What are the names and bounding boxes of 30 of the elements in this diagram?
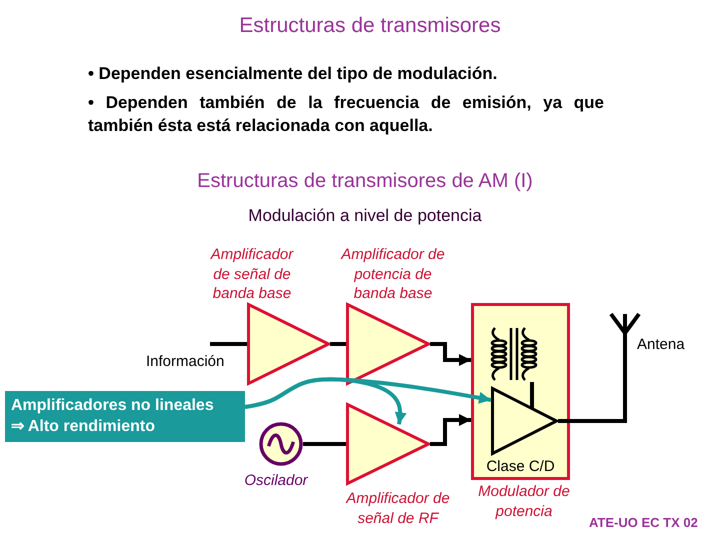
node-label: Amplificador de potencia de banda base: [340, 245, 446, 304]
signal-line: [330, 342, 346, 346]
signal-label: Información: [146, 352, 226, 372]
subtitle: Estructuras de transmisores de AM (I): [196, 169, 534, 194]
pointer-arrow: [244, 377, 492, 409]
section-heading: Modulación a nivel de potencia: [247, 205, 483, 227]
node-label: Modulador de potencia: [477, 482, 571, 521]
node-label: Amplificador de señal de banda base: [209, 245, 295, 304]
callout-text: Amplificadores no lineales ⇒ Alto rendimiento: [11, 396, 215, 437]
arrow: [430, 414, 471, 446]
oscillator-symbol: [259, 422, 303, 466]
amplifier-triangle: [491, 387, 558, 455]
block-label: Clase C/D: [485, 458, 556, 475]
title: Estructuras de transmisores: [238, 14, 502, 38]
arrow: [430, 342, 471, 366]
signal-line: [530, 382, 534, 408]
node-label: Oscilador: [243, 471, 309, 490]
amplifier-triangle: [247, 303, 330, 385]
node-label: Amplificador de señal de RF: [344, 489, 451, 528]
antenna-label: Antena: [637, 335, 686, 354]
modulator-block: [471, 303, 570, 480]
signal-line: [210, 342, 247, 346]
signal-line: [303, 442, 346, 446]
callout-box: [5, 391, 245, 442]
amplifier-triangle: [346, 403, 430, 485]
slide-code: ATE-UO EC TX 02: [589, 514, 699, 532]
amplifier-triangle: [346, 303, 430, 385]
bullet-text: • Dependen esencialmente del tipo de modulación.: [88, 63, 498, 85]
signal-line: [558, 419, 608, 423]
bullet-text: • Dependen también de la frecuencia de emisión, ya que también ésta está relacionada con aquella.: [88, 92, 604, 137]
